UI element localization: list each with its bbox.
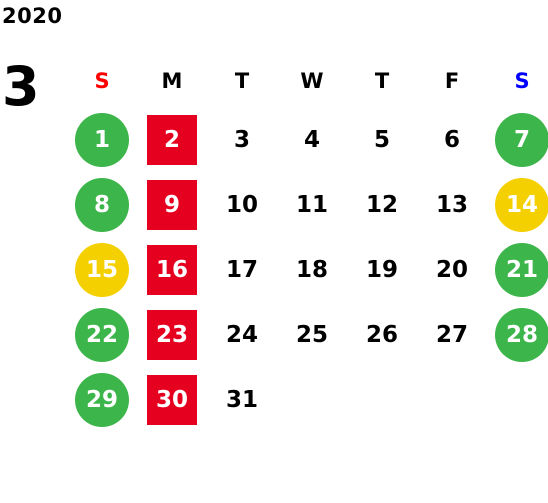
day-cell: 23 bbox=[147, 309, 197, 360]
weekday-wednesday: W bbox=[300, 69, 324, 93]
day-cell: 6 bbox=[443, 126, 460, 153]
year-label: 2020 bbox=[2, 4, 63, 28]
day-cell: 18 bbox=[295, 256, 328, 283]
day-cell: 11 bbox=[295, 191, 328, 218]
day-cell: 28 bbox=[495, 307, 548, 362]
day-cell: 3 bbox=[233, 126, 250, 153]
day-cell: 17 bbox=[225, 256, 258, 283]
weekday-friday: F bbox=[444, 69, 460, 93]
day-cell: 25 bbox=[295, 321, 328, 348]
calendar-week: 22 23 24 25 26 27 28 bbox=[67, 302, 548, 367]
calendar-week: 15 16 17 18 19 20 21 bbox=[67, 237, 548, 302]
day-cell: 12 bbox=[365, 191, 398, 218]
day-cell: 8 bbox=[75, 177, 129, 232]
day-cell: 20 bbox=[435, 256, 468, 283]
day-cell: 22 bbox=[75, 307, 129, 362]
weekday-saturday: S bbox=[514, 69, 530, 93]
weekday-monday: M bbox=[161, 69, 183, 93]
day-cell: 16 bbox=[147, 244, 197, 295]
day-cell: 2 bbox=[147, 114, 197, 165]
day-cell: 10 bbox=[225, 191, 258, 218]
day-cell: 30 bbox=[147, 374, 197, 425]
day-cell: 26 bbox=[365, 321, 398, 348]
day-cell: 4 bbox=[303, 126, 320, 153]
calendar-week: 1 2 3 4 5 6 7 bbox=[67, 107, 548, 172]
day-cell: 31 bbox=[225, 386, 258, 413]
weekday-thursday: T bbox=[374, 69, 390, 93]
weekday-tuesday: T bbox=[234, 69, 250, 93]
day-cell: 14 bbox=[495, 177, 548, 232]
calendar-grid: S M T W T F S 1 2 3 4 5 6 7 8 9 10 11 12… bbox=[67, 55, 548, 432]
weekday-sunday: S bbox=[94, 69, 110, 93]
day-cell: 27 bbox=[435, 321, 468, 348]
month-number: 3 bbox=[2, 55, 40, 118]
calendar-week: 8 9 10 11 12 13 14 bbox=[67, 172, 548, 237]
day-cell: 15 bbox=[75, 242, 129, 297]
weekday-header: S M T W T F S bbox=[67, 55, 548, 107]
day-cell: 5 bbox=[373, 126, 390, 153]
day-cell: 7 bbox=[495, 112, 548, 167]
day-cell: 29 bbox=[75, 372, 129, 427]
day-cell: 24 bbox=[225, 321, 258, 348]
day-cell: 9 bbox=[147, 179, 197, 230]
day-cell: 21 bbox=[495, 242, 548, 297]
day-cell: 1 bbox=[75, 112, 129, 167]
day-cell: 19 bbox=[365, 256, 398, 283]
day-cell: 13 bbox=[435, 191, 468, 218]
calendar-week: 29 30 31 bbox=[67, 367, 548, 432]
